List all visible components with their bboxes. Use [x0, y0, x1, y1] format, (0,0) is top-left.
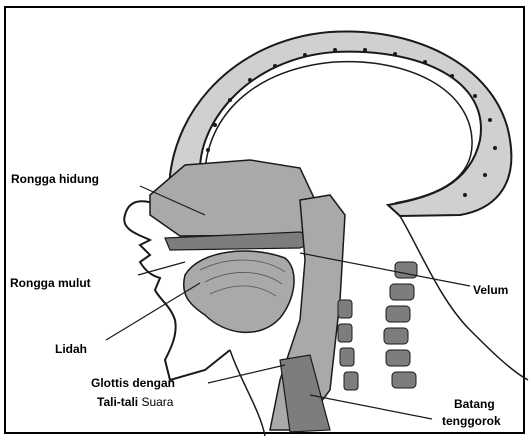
neck-outline — [400, 216, 528, 380]
label-glottis-line1: Glottis dengan — [91, 376, 175, 390]
leader-trachea — [310, 395, 432, 419]
leader-glottis — [208, 365, 285, 383]
label-glottis-line2: Tali-tali Suara — [97, 395, 173, 409]
label-tongue: Lidah — [55, 342, 87, 356]
label-glottis-regular-part: Suara — [138, 395, 173, 409]
label-glottis-bold-part: Tali-tali — [97, 395, 138, 409]
neck-front-outline — [230, 350, 265, 436]
label-trachea-line1: Batang — [454, 397, 495, 411]
label-velum: Velum — [473, 283, 508, 297]
vertebrae — [338, 262, 417, 390]
label-nasal-cavity: Rongga hidung — [11, 172, 99, 186]
label-trachea-line2: tenggorok — [442, 414, 501, 428]
label-oral-cavity: Rongga mulut — [10, 276, 91, 290]
